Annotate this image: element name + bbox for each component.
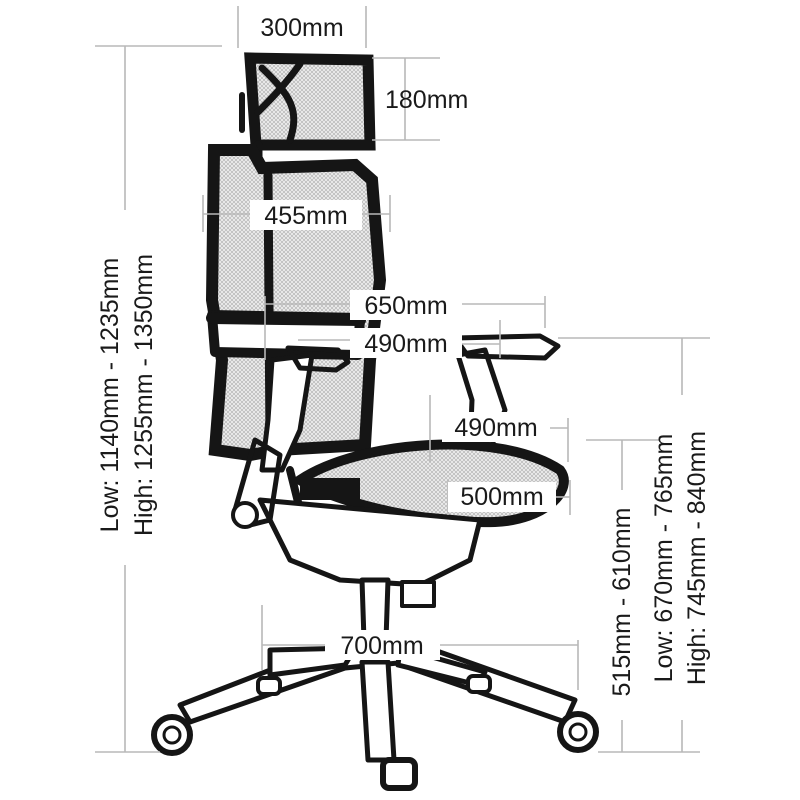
base-diameter-label: 700mm — [340, 632, 423, 660]
total-height-high-label: High: 1255mm - 1350mm — [130, 254, 158, 536]
dimension-lines — [95, 6, 710, 753]
seat-depth-label: 490mm — [454, 414, 537, 442]
armrest-height-high-label: High: 745mm - 840mm — [683, 431, 711, 685]
right-armrest-pad — [452, 333, 561, 361]
left-arm-support — [259, 352, 315, 473]
headrest — [239, 52, 376, 151]
left-armrest-pad — [285, 345, 351, 373]
headrest-height-label: 180mm — [385, 86, 468, 114]
total-height-low-label: Low: 1140mm - 1235mm — [96, 258, 124, 533]
armrest-outer-width-label: 650mm — [364, 292, 447, 320]
armrest-inner-width-label: 490mm — [364, 330, 447, 358]
dimension-labels: 300mm 180mm 455mm 650mm 490mm 490mm 500m… — [96, 14, 711, 696]
backrest-width-label: 455mm — [264, 202, 347, 230]
seat-width-label: 500mm — [460, 483, 543, 511]
casters — [151, 674, 599, 791]
seat-height-label: 515mm - 610mm — [608, 508, 636, 697]
armrest-height-low-label: Low: 670mm - 765mm — [650, 434, 678, 683]
headrest-width-label: 300mm — [260, 14, 343, 42]
